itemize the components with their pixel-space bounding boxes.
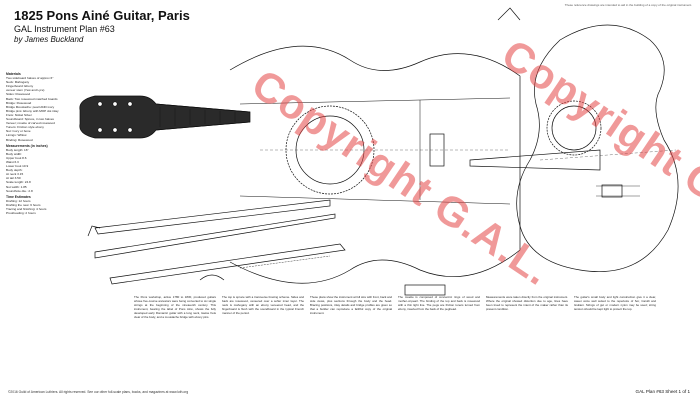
materials-item: Binding: Rosewood: [6, 137, 33, 142]
materials-item: Neck: Mahogany: [6, 80, 30, 85]
center-line: [239, 255, 331, 269]
measurement-item: At neck 3.15: [6, 172, 24, 177]
heel-detail: [497, 7, 521, 21]
neck-side-profile: [94, 199, 331, 235]
measurement-item: Soundhole dia.: 2.8: [6, 188, 33, 193]
measurement-item: Body length: 16": [6, 147, 29, 152]
materials-item: Veneer; rosette of carved rosewood: [6, 121, 55, 126]
materials-item: Two sideboard halves of approx 6": [6, 76, 54, 81]
measurement-item: Scale length: 24.8: [6, 180, 31, 185]
bridge-section-detail: [404, 284, 446, 296]
time-item: Proofreading: 2 hours: [6, 211, 36, 216]
tuner-peg-hole: [127, 127, 133, 133]
materials-item: Bridge: Rosewood: [6, 100, 32, 105]
text-column: The guitar's small body and light constr…: [574, 295, 656, 311]
text-column: Measurements were taken directly from th…: [486, 295, 568, 311]
sheet-number: GAL Plan #63 Sheet 1 of 1: [635, 389, 690, 394]
materials-item: Back: Two rosewood matched boards: [6, 96, 58, 101]
text-column: These plans show the instrument at full …: [310, 295, 392, 315]
heel-profile: [87, 225, 101, 237]
reference-notice: These reference drawings are intended to…: [564, 3, 692, 7]
right-soundhole: [551, 105, 597, 151]
brace-lines: [239, 97, 511, 205]
time-item: Drafting the new: 6 hours: [6, 202, 41, 207]
measurement-item: Waist 6.3: [6, 159, 19, 164]
neck-taper-lines: [155, 103, 251, 131]
tuner-peg-hole: [112, 101, 118, 107]
materials-item: Tuners: Friction style ebony: [6, 125, 44, 130]
right-bridge: [601, 184, 623, 198]
right-neck: [469, 149, 601, 171]
fret-lines: [159, 107, 236, 127]
tuner-peg-hole: [127, 101, 133, 107]
nut-detail: [199, 274, 225, 281]
tuner-peg-hole: [112, 127, 118, 133]
measurement-item: Lower bout 10.9: [6, 164, 29, 169]
materials-item: Soundboard: Spruce, in two halves: [6, 117, 54, 122]
guitar-front-view: [469, 24, 679, 273]
materials-list: Materials Two sideboard halves of approx…: [6, 70, 78, 215]
materials-item: Frets: Nickel Silver: [6, 112, 32, 117]
neck-side-views: [87, 199, 346, 285]
materials-item: Sides: Rosewood: [6, 92, 31, 97]
detail-sections: [199, 7, 521, 296]
title-block: 1825 Pons Ainé Guitar, Paris GAL Instrum…: [14, 8, 204, 45]
neck-plan-view: [79, 95, 251, 139]
materials-heading: Materials: [6, 72, 21, 76]
materials-item: Bridge pins: Ebony with MOP dot inlay: [6, 108, 59, 113]
right-body-outline: [516, 24, 679, 273]
measurements-heading: Measurements (in inches): [6, 143, 48, 148]
measurement-item: Body depth:: [6, 168, 23, 173]
measurement-item: Body width:: [6, 151, 22, 156]
materials-item: Linings: Willow: [6, 133, 27, 138]
materials-item: Nut: Ivory or bone: [6, 129, 31, 134]
measurement-item: At tail 3.50: [6, 176, 21, 181]
text-column: The rosette is composed of concentric ri…: [398, 295, 480, 311]
measurement-item: Upper bout 8.6: [6, 155, 27, 160]
plan-title: 1825 Pons Ainé Guitar, Paris: [14, 8, 190, 23]
copyright-footer: ©2016 Guild of American Luthiers. All ri…: [8, 390, 189, 394]
neck-section-profile: [94, 213, 336, 259]
fingerboard-side-profile: [109, 243, 346, 285]
materials-item: Bridge Moustache: pearl AND ivory: [6, 104, 55, 109]
peghead-shape: [79, 95, 251, 139]
measurement-item: Nut width: 1.85: [6, 184, 27, 189]
plan-author: by James Buckland: [14, 35, 84, 44]
tuner-peg-hole: [97, 127, 103, 133]
time-item: Tracing and finishing: 4 hours: [6, 207, 47, 211]
time-item: Drafting: 12 hours: [6, 198, 31, 203]
time-heading: Time Estimates: [6, 194, 31, 199]
materials-item: veneer stem (Yew and Lyre): [6, 88, 45, 93]
right-rosette: [546, 100, 602, 156]
text-column: The top is spruce with a transverse brac…: [222, 295, 304, 315]
materials-item: Fingerboard: Ebony: [6, 84, 34, 89]
plan-subtitle: GAL Instrument Plan #63: [14, 24, 115, 34]
text-column: The Pons workshop, active 1780 to 1830, …: [134, 295, 216, 319]
tuner-peg-hole: [97, 101, 103, 107]
body-outline: [229, 45, 521, 284]
right-bridge-moustache: [596, 185, 640, 197]
right-centerline: [539, 149, 677, 161]
body-top-view: [229, 45, 521, 284]
